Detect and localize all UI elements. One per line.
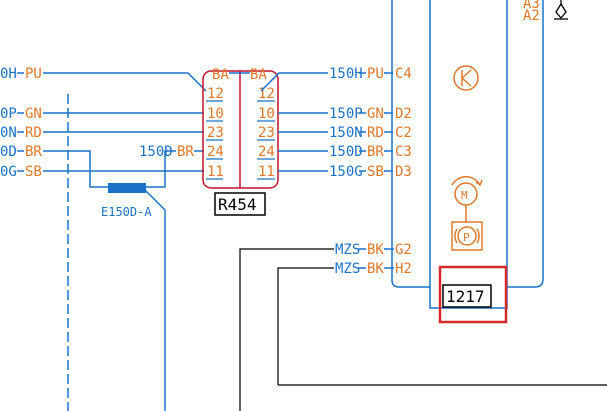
ground-wire-color-0: BK <box>367 242 384 258</box>
motor-icon-letter: M <box>461 189 468 202</box>
ground-wire-code-0: MZS <box>335 242 360 258</box>
ground-wire-color-1: BK <box>367 261 384 277</box>
right-wire-code-1: 150P <box>329 106 363 122</box>
wire-brown-left <box>43 150 112 188</box>
right-wire-color-3: BR <box>367 144 384 160</box>
component-id: 1217 <box>446 287 485 306</box>
ground-wire-pin-1: H2 <box>395 261 412 277</box>
connector-r454: BA BA 12 10 23 24 11 12 10 23 24 11 R454 <box>202 67 279 216</box>
connector-pin-right-1: 10 <box>258 106 275 122</box>
wire-splice-down <box>144 189 166 411</box>
splice-wire-color: BR <box>177 144 194 160</box>
right-wire-pin-4: D3 <box>395 164 412 180</box>
right-wire-pin-0: C4 <box>395 66 412 82</box>
right-wire-color-0: PU <box>367 66 384 82</box>
connector-right-header: BA <box>250 67 267 83</box>
top-right-pin-top: A3 <box>523 0 540 12</box>
splice-wire-code: 150D <box>139 144 173 160</box>
right-wire-color-2: RD <box>367 125 384 141</box>
left-wire-color-4: SB <box>25 164 42 180</box>
connector-id: R454 <box>218 195 257 214</box>
wire-splice-right <box>145 150 176 188</box>
connector-id-box <box>214 192 266 216</box>
left-wire-code-3: 0D <box>0 144 17 160</box>
component-outer-left <box>391 0 430 288</box>
right-wire-color-4: SB <box>367 164 384 180</box>
left-wire-code-4: 0G <box>0 164 17 180</box>
ground-wire-labels: MZS MZS BK BK G2 H2 <box>335 242 412 277</box>
right-wires <box>260 72 328 172</box>
connector-pin-left-3: 24 <box>207 144 224 160</box>
connector-pin-right-3: 24 <box>258 144 275 160</box>
right-wire-code-2: 150N <box>329 125 363 141</box>
left-wire-labels: 0H 0P 0N 0D 0G PU GN RD BR SB <box>0 66 42 180</box>
connector-pin-underlines <box>206 100 275 180</box>
connector-pin-left-0: 12 <box>207 86 224 102</box>
park-brake-letter: P <box>463 231 470 244</box>
splice-label: E150D-A <box>101 205 152 219</box>
right-wire-code-4: 150G <box>329 164 363 180</box>
left-wire-color-3: BR <box>25 144 42 160</box>
park-brake-icon <box>451 221 483 251</box>
ground-wire-code-1: MZS <box>335 261 360 277</box>
component-1217-outline <box>391 0 544 309</box>
right-wire-labels: 150H 150P 150N 150D 150G PU GN RD BR SB … <box>329 66 412 180</box>
transistor-icon <box>453 65 479 91</box>
right-wire-code-0: 150H <box>329 66 363 82</box>
right-wire-code-3: 150D <box>329 144 363 160</box>
wire-purple-right <box>260 72 328 92</box>
connector-pin-left-2: 23 <box>207 125 224 141</box>
connector-pin-left-1: 10 <box>207 106 224 122</box>
highlight-box <box>438 265 508 324</box>
top-right-pin-a2: A2 <box>523 8 540 24</box>
left-wire-color-1: GN <box>25 106 42 122</box>
ground-wire-pin-0: G2 <box>395 242 412 258</box>
ground-wire-h2 <box>277 267 334 385</box>
connector-left-header: BA <box>212 67 229 83</box>
connector-pin-right-4: 11 <box>258 164 275 180</box>
left-wires <box>43 72 207 411</box>
left-wire-color-0: PU <box>25 66 42 82</box>
splice-bar <box>108 183 146 193</box>
right-wire-pin-3: C3 <box>395 144 412 160</box>
component-id-box <box>442 284 492 308</box>
left-wire-code-0: 0H <box>0 66 17 82</box>
left-wire-color-2: RD <box>25 125 42 141</box>
component-outer-right <box>507 0 544 288</box>
connector-pin-right-2: 23 <box>258 125 275 141</box>
left-wire-code-2: 0N <box>0 125 17 141</box>
switch-icon <box>554 0 568 20</box>
right-wire-pin-2: C2 <box>395 125 412 141</box>
ground-wires <box>239 248 607 411</box>
right-wire-pin-1: D2 <box>395 106 412 122</box>
left-wire-code-1: 0P <box>0 106 17 122</box>
motor-icon <box>451 176 483 222</box>
ground-wire-g2 <box>239 248 334 411</box>
connector-pin-right-0: 12 <box>258 86 275 102</box>
right-wire-color-1: GN <box>367 106 384 122</box>
wire-purple-left <box>43 72 207 92</box>
component-inner-box <box>429 0 508 309</box>
connector-pin-left-4: 11 <box>207 164 224 180</box>
